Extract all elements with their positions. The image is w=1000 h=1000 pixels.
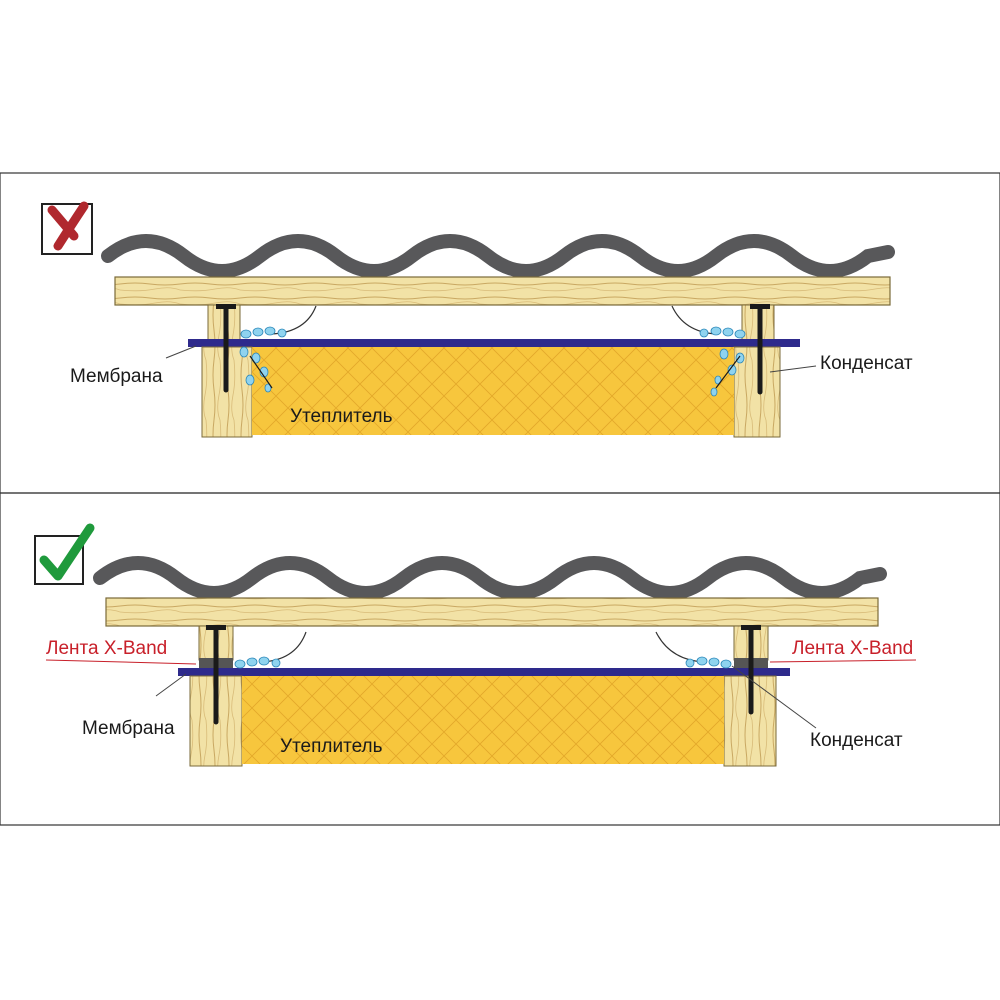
condensate-label: Конденсат	[810, 730, 903, 751]
batten	[114, 276, 891, 306]
condensate-label: Конденсат	[820, 353, 913, 374]
tape-label-left: Лента X-Band	[46, 638, 167, 659]
condensate-drops-right	[699, 326, 746, 397]
cross-mark-icon	[41, 201, 93, 255]
right-panel: Лента X-Band Лента X-Band Мембрана Конде…	[34, 523, 917, 767]
insulation-label: Утеплитель	[290, 406, 393, 427]
insulation	[242, 676, 724, 764]
condensate-drops-left	[234, 656, 281, 669]
insulation-label: Утеплитель	[280, 736, 383, 757]
right-panel-frame	[0, 492, 1000, 826]
wrong-panel: Мембрана Конденсат Утеплитель	[41, 201, 913, 438]
batten	[105, 597, 879, 627]
membrane-label: Мембрана	[70, 366, 163, 387]
membrane	[188, 339, 800, 347]
rafter-right	[723, 675, 777, 767]
membrane	[178, 668, 790, 676]
condensate-drops-right	[685, 656, 732, 669]
tape-label-right: Лента X-Band	[792, 638, 913, 659]
roof-sheet	[93, 556, 887, 600]
insulation	[252, 347, 734, 435]
roof-sheet	[101, 234, 895, 278]
check-mark-icon	[34, 523, 95, 585]
wrong-panel-frame	[0, 172, 1000, 494]
membrane-label: Мембрана	[82, 718, 175, 739]
